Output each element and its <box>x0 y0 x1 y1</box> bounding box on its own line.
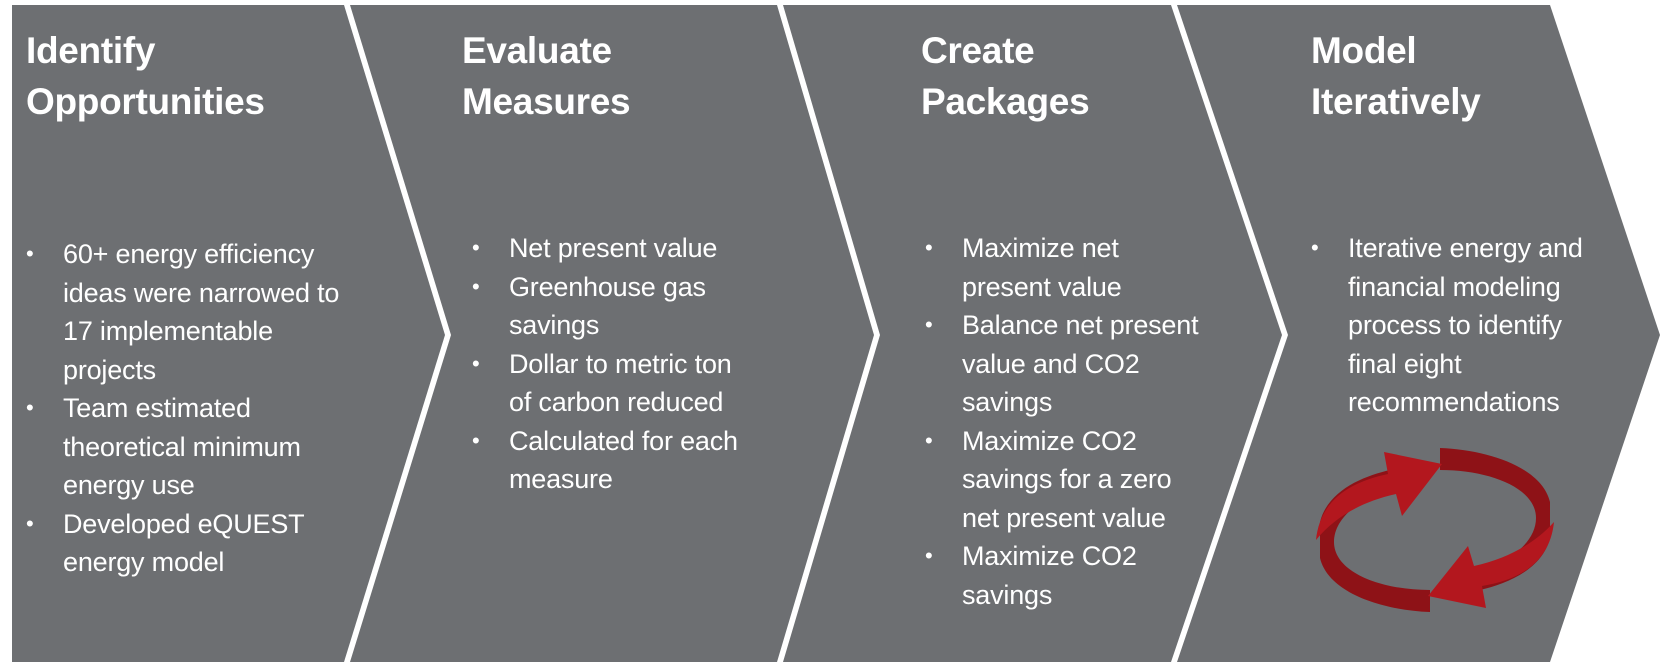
stage-evaluate-measures: Evaluate Measures Net present value Gree… <box>462 25 752 499</box>
stage-bullet-list: 60+ energy efficiency ideas were narrowe… <box>26 235 356 582</box>
stage-model-iteratively: Model Iteratively Iterative energy and f… <box>1311 25 1593 422</box>
stage-title-line: Opportunities <box>26 81 265 122</box>
stage-title: Model Iteratively <box>1311 25 1593 127</box>
stage-title: Evaluate Measures <box>462 25 752 127</box>
bullet-item: Balance net present value and CO2 saving… <box>925 306 1211 422</box>
bullet-item: Maximize CO2 savings <box>925 537 1211 614</box>
cycle-arrowhead-bottom <box>1428 522 1554 608</box>
bullet-item: Dollar to metric ton of carbon reduced <box>472 345 752 422</box>
bullet-item: 60+ energy efficiency ideas were narrowe… <box>26 235 356 389</box>
bullet-item: Iterative energy and financial modeling … <box>1311 229 1593 422</box>
stage-title-line: Identify <box>26 30 156 71</box>
stage-title: Create Packages <box>921 25 1211 127</box>
bullet-item: Maximize net present value <box>925 229 1211 306</box>
stage-title: Identify Opportunities <box>26 25 356 127</box>
stage-title-line: Iteratively <box>1311 81 1481 122</box>
stage-identify-opportunities: Identify Opportunities 60+ energy effici… <box>26 25 356 582</box>
stage-title-line: Measures <box>462 81 631 122</box>
stage-bullet-list: Maximize net present value Balance net p… <box>921 229 1211 614</box>
bullet-item: Calculated for each measure <box>472 422 752 499</box>
bullet-item: Maximize CO2 savings for a zero net pres… <box>925 422 1211 538</box>
bullet-item: Developed eQUEST energy model <box>26 505 356 582</box>
stage-title-line: Create <box>921 30 1035 71</box>
bullet-item: Net present value <box>472 229 752 268</box>
cycle-arrowhead-top <box>1316 452 1442 540</box>
stage-create-packages: Create Packages Maximize net present val… <box>921 25 1211 614</box>
stage-title-line: Model <box>1311 30 1417 71</box>
stage-bullet-list: Net present value Greenhouse gas savings… <box>462 229 752 499</box>
bullet-item: Team estimated theoretical minimum energ… <box>26 389 356 505</box>
circular-refresh-arrows-icon <box>1316 448 1554 612</box>
bullet-item: Greenhouse gas savings <box>472 268 752 345</box>
stage-title-line: Evaluate <box>462 30 612 71</box>
stage-title-line: Packages <box>921 81 1090 122</box>
stage-bullet-list: Iterative energy and financial modeling … <box>1311 229 1593 422</box>
